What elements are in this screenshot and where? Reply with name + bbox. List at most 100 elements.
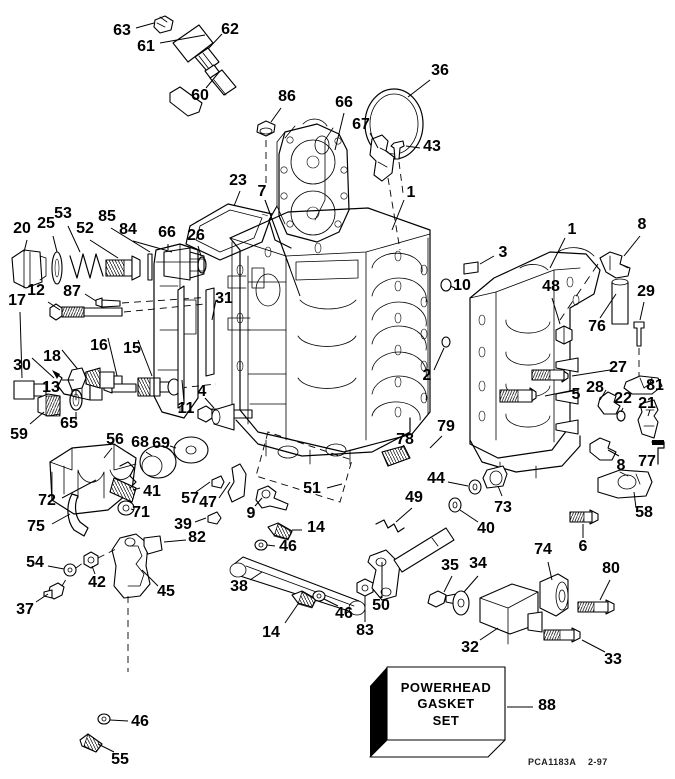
- callout-61: 61: [137, 38, 155, 55]
- part-69-washer: [169, 436, 209, 464]
- callout-46c: 46: [131, 713, 149, 730]
- part-67-bracket: [369, 132, 401, 251]
- callout-47: 47: [199, 494, 217, 511]
- callout-36: 36: [431, 62, 449, 79]
- callout-67: 67: [352, 116, 370, 133]
- callout-56: 56: [106, 431, 124, 448]
- part-46c-washer: [97, 713, 129, 725]
- part-85-pin: [110, 227, 153, 281]
- callout-14b: 14: [262, 624, 280, 641]
- part-21-bracket: [637, 399, 659, 439]
- callout-6: 6: [578, 538, 588, 555]
- callout-21: 21: [638, 395, 656, 412]
- part-50-shift-lever: [367, 549, 401, 601]
- callout-75: 75: [27, 518, 45, 535]
- callout-26: 26: [187, 227, 205, 244]
- callout-54: 54: [26, 554, 44, 571]
- callout-72: 72: [38, 492, 56, 509]
- callout-66l: 66: [158, 224, 176, 241]
- callout-37: 37: [16, 601, 34, 618]
- part-84-retainer: [132, 240, 205, 281]
- callout-40: 40: [477, 520, 495, 537]
- part-59-insert: [29, 393, 61, 425]
- part-71-grommet: [117, 500, 135, 516]
- callout-86: 86: [278, 88, 296, 105]
- callout-8b: 8: [616, 457, 626, 474]
- part-8b-fitting: [589, 437, 620, 461]
- callout-20: 20: [13, 220, 31, 237]
- callout-3: 3: [498, 244, 508, 261]
- part-shift-shaft: [393, 527, 455, 573]
- part-43-screw: [390, 140, 421, 194]
- callout-88: 88: [538, 697, 556, 714]
- part-35-screw: [427, 575, 457, 608]
- callout-85: 85: [98, 208, 116, 225]
- callout-25: 25: [37, 215, 55, 232]
- callout-43: 43: [423, 138, 441, 155]
- part-47-lever: [218, 463, 247, 503]
- callout-83: 83: [356, 622, 374, 639]
- part-17-fitting: [13, 311, 47, 400]
- drawing-number: PCA1183A: [528, 757, 577, 767]
- callout-33: 33: [604, 651, 622, 668]
- part-25-washer: [51, 235, 63, 285]
- part-54-washer: [47, 561, 85, 577]
- callout-53: 53: [54, 205, 72, 222]
- part-12-bolt: [47, 301, 216, 321]
- part-13-spark-plug: [62, 367, 123, 391]
- part-1b-crankcase-half: [469, 237, 601, 479]
- callout-35: 35: [441, 557, 459, 574]
- part-86-nut: [256, 107, 282, 185]
- part-26-o-ring: [197, 245, 207, 274]
- gasket-box-line2: GASKET: [417, 696, 475, 712]
- part-1-cylinder-block: [211, 199, 431, 465]
- callout-15: 15: [123, 340, 141, 357]
- part-14b-screw: [284, 590, 317, 624]
- callout-52: 52: [76, 220, 94, 237]
- part-74-bushing: [539, 561, 569, 617]
- part-40-washer: [448, 497, 479, 523]
- callout-8a: 8: [637, 216, 647, 233]
- part-34-washer: [452, 575, 479, 616]
- callout-76: 76: [588, 318, 606, 335]
- part-51-dashbox: [255, 431, 353, 503]
- callout-74: 74: [534, 541, 552, 558]
- callout-23: 23: [229, 172, 247, 189]
- part-41-spring: [109, 461, 141, 503]
- callout-42: 42: [88, 574, 106, 591]
- part-5-bolt: [499, 387, 575, 403]
- callout-39: 39: [174, 516, 192, 533]
- callout-87: 87: [63, 283, 81, 300]
- callout-50: 50: [372, 597, 390, 614]
- part-20-cap: [11, 239, 47, 289]
- callout-30: 30: [13, 357, 31, 374]
- part-82-block: [143, 535, 187, 555]
- callout-32: 32: [461, 639, 479, 656]
- part-2-pin: [433, 336, 451, 371]
- callout-60: 60: [191, 87, 209, 104]
- part-52-plunger: [89, 239, 141, 281]
- callout-11: 11: [177, 400, 195, 417]
- callout-57: 57: [181, 490, 199, 507]
- part-48-nut: [551, 297, 573, 345]
- part-49-spring: [375, 507, 413, 533]
- callout-44: 44: [427, 470, 445, 487]
- part-22-ring: [616, 407, 626, 422]
- drawing-revision-date: 2-97: [588, 757, 608, 767]
- callout-2: 2: [422, 367, 432, 384]
- part-66-cylinder-head: [268, 112, 350, 249]
- callout-18: 18: [43, 348, 61, 365]
- part-76-sleeve: [599, 278, 629, 325]
- callout-51: 51: [303, 480, 321, 497]
- part-8a-fitting: [559, 235, 641, 321]
- callout-63: 63: [113, 22, 131, 39]
- part-9-link: [254, 485, 289, 511]
- callout-27: 27: [609, 359, 627, 376]
- callout-69: 69: [152, 435, 170, 452]
- callout-13: 13: [42, 379, 60, 396]
- callout-46a: 46: [279, 538, 297, 555]
- part-39-screw: [194, 511, 222, 525]
- gasket-set-box-text: POWERHEAD GASKET SET: [392, 680, 500, 729]
- callout-4: 4: [197, 383, 207, 400]
